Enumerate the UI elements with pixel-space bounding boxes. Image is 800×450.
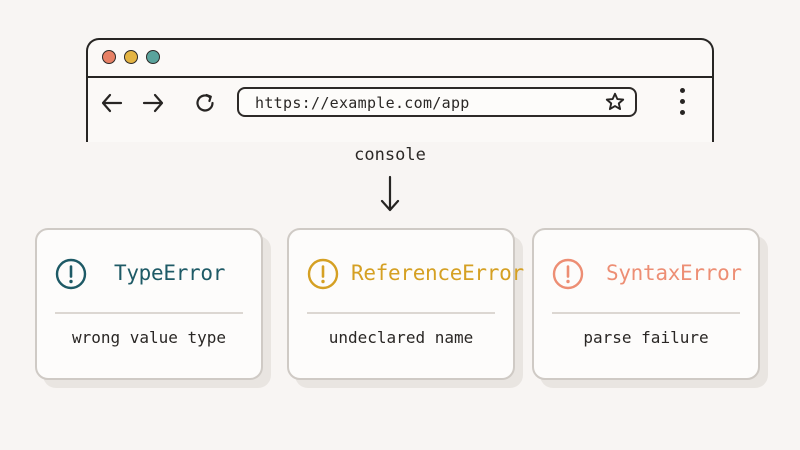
card-divider: [55, 312, 243, 314]
error-name: SyntaxError: [606, 261, 742, 285]
reload-button[interactable]: [192, 90, 218, 116]
exclamation-circle-icon: [307, 258, 339, 290]
card-divider: [307, 312, 495, 314]
minimize-window-dot[interactable]: [124, 50, 138, 64]
back-button[interactable]: [99, 90, 125, 116]
arrow-left-icon: [101, 93, 123, 113]
error-name: TypeError: [114, 261, 226, 285]
arrow-right-icon: [142, 93, 164, 113]
error-name: ReferenceError: [351, 261, 524, 285]
reference-error-card: ReferenceError undeclared name: [287, 228, 524, 380]
exclamation-circle-icon: [552, 258, 584, 290]
close-window-dot[interactable]: [102, 50, 116, 64]
console-label: console: [354, 145, 426, 165]
error-description: wrong value type: [71, 328, 227, 347]
arrow-down-icon: [380, 175, 400, 212]
kebab-menu-icon[interactable]: [678, 88, 686, 116]
forward-button[interactable]: [140, 90, 166, 116]
type-error-card: TypeError wrong value type: [35, 228, 263, 380]
syntax-error-card: SyntaxError parse failure: [532, 228, 760, 380]
card-divider: [552, 312, 740, 314]
reload-icon: [196, 93, 214, 112]
error-description: parse failure: [583, 328, 709, 347]
address-bar[interactable]: https://example.com/app: [237, 87, 637, 117]
title-bar: [88, 40, 712, 78]
maximize-window-dot[interactable]: [146, 50, 160, 64]
exclamation-circle-icon: [55, 258, 87, 290]
error-description: undeclared name: [328, 328, 474, 347]
url-text[interactable]: https://example.com/app: [255, 94, 470, 112]
browser-window: https://example.com/app: [86, 38, 714, 142]
toolbar-divider: [88, 76, 712, 78]
star-icon[interactable]: [605, 92, 625, 112]
